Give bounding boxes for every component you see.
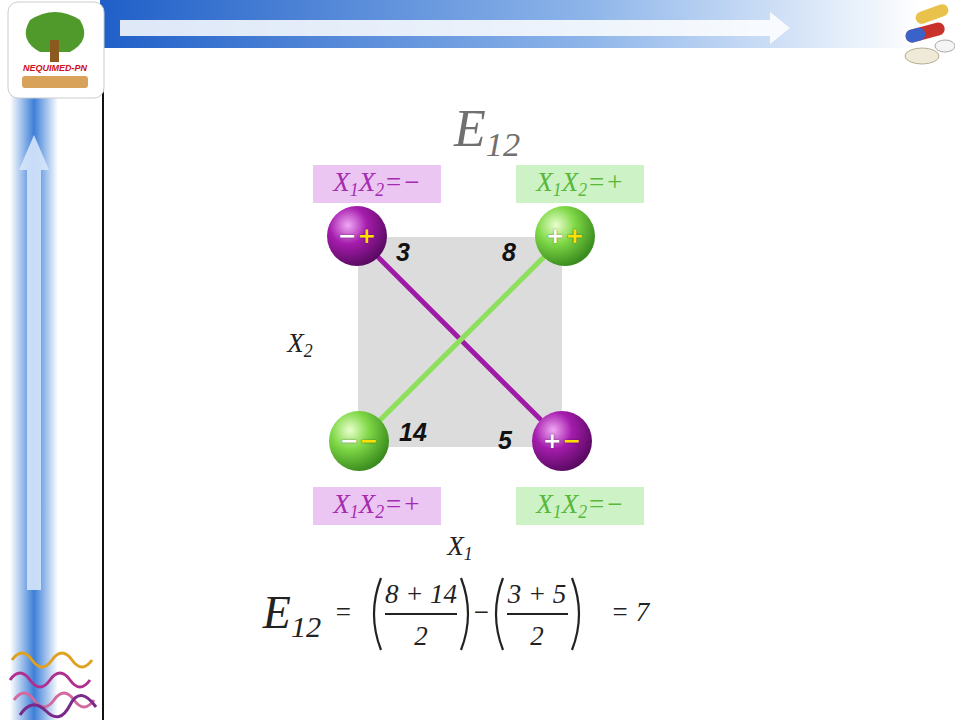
product-sign-box: X1X2=− (313, 165, 441, 203)
response-value: 8 (502, 240, 516, 265)
product-sign-text: X1X2=+ (333, 491, 420, 522)
pill (904, 26, 927, 44)
subscript: 1 (350, 180, 359, 200)
header-bar (100, 0, 920, 48)
factor-sign: − (360, 430, 378, 452)
formula-operator: = (334, 599, 352, 626)
formula-operator: − (472, 599, 490, 626)
axis-label: X2 (287, 330, 312, 361)
product-sign-text: X1X2=− (333, 169, 420, 200)
factor-sign: + (566, 225, 584, 247)
product-sign-text: X1X2=− (536, 491, 623, 522)
subscript: 2 (375, 502, 384, 522)
pill (935, 40, 955, 52)
pills-image (904, 3, 955, 64)
bracket (496, 578, 503, 650)
design-point-sphere: +− (531, 410, 593, 472)
side-arrow (19, 135, 49, 590)
factor-sign: − (563, 430, 581, 452)
axis-label: X1 (447, 533, 472, 564)
subscript: 12 (486, 125, 520, 163)
protein-chain (20, 695, 96, 716)
factor-sign: − (340, 430, 358, 452)
response-value: 14 (399, 420, 427, 445)
side-bar (10, 60, 58, 720)
formula-numerator: 3 + 5 (508, 581, 567, 608)
diagonal-line (381, 258, 543, 419)
factor-sign: − (338, 225, 356, 247)
fraction-bar (507, 613, 568, 615)
logo-text: NEQUIMED-PN (23, 64, 87, 73)
sphere-fill (329, 411, 389, 471)
sphere-fill (532, 411, 592, 471)
formula-denominator: 2 (530, 623, 544, 650)
sphere-shape (328, 410, 390, 472)
formula-numerator: 8 + 14 (385, 581, 457, 608)
response-value: 3 (396, 240, 410, 265)
product-sign-box: X1X2=+ (313, 487, 441, 525)
subscript: 1 (350, 502, 359, 522)
logo-base (22, 76, 88, 88)
protein-image (10, 653, 96, 717)
protein-chain (12, 653, 92, 667)
formula-denominator: 2 (414, 623, 428, 650)
subscript: 12 (291, 610, 321, 644)
formula-symbol: E12 (263, 590, 321, 642)
divider-line (102, 60, 104, 720)
subscript: 2 (578, 502, 587, 522)
bracket (374, 578, 381, 650)
logo-plate (8, 2, 104, 98)
factor-sign: + (543, 430, 561, 452)
formula-brackets (374, 578, 579, 650)
subscript: 2 (578, 180, 587, 200)
protein-chain (10, 673, 90, 687)
design-point-sphere: −+ (326, 205, 388, 267)
design-point-sphere: −− (328, 410, 390, 472)
sphere-shape (326, 205, 388, 267)
product-sign-box: X1X2=+ (516, 165, 644, 203)
pill (914, 3, 950, 26)
design-square (358, 237, 562, 447)
bracket (461, 578, 468, 650)
product-sign-text: X1X2=+ (536, 169, 623, 200)
subscript: 2 (375, 180, 384, 200)
factor-sign: + (546, 225, 564, 247)
logo-trunk (50, 40, 59, 62)
factor-sign: + (358, 225, 376, 247)
subscript: 2 (304, 341, 313, 361)
response-value: 5 (498, 428, 512, 453)
formula-result: = 7 (611, 599, 649, 626)
sphere-fill (327, 206, 387, 266)
subscript: 1 (464, 544, 473, 564)
pill (905, 48, 939, 64)
bracket (572, 578, 579, 650)
subscript: 1 (553, 180, 562, 200)
sphere-shape (534, 205, 596, 267)
product-sign-box: X1X2=− (516, 487, 644, 525)
design-point-sphere: ++ (534, 205, 596, 267)
sphere-shape (531, 410, 593, 472)
diagram-title: E12 (454, 103, 520, 161)
sphere-fill (535, 206, 595, 266)
header-arrow (120, 12, 790, 44)
subscript: 1 (553, 502, 562, 522)
fraction-bar (385, 613, 457, 615)
